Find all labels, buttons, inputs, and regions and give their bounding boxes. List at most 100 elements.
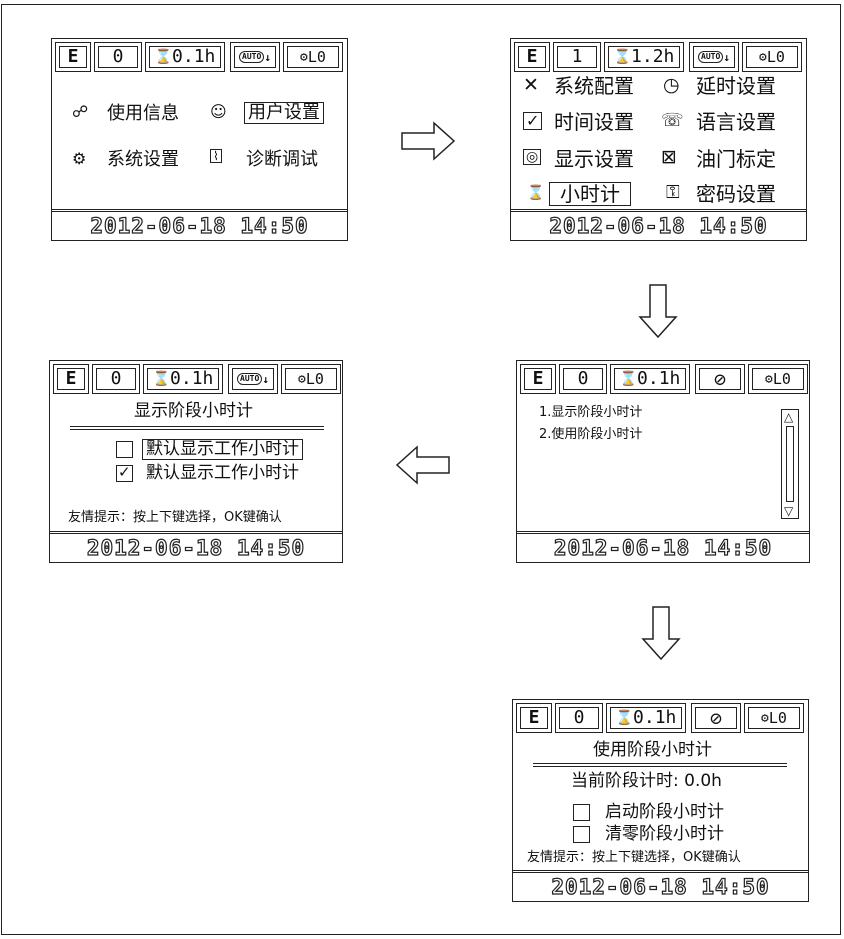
hourglass-icon: ⌛ (152, 371, 171, 387)
count-text: 0 (110, 368, 122, 389)
hint-text: 友情提示：按上下键选择，OK键确认 (68, 510, 282, 525)
auto-text: AUTO (239, 51, 265, 63)
checkbox-start-stage[interactable] (573, 804, 590, 821)
engine-off-icon: ⊘ (691, 703, 741, 733)
hourglass-icon: ⌛ (615, 710, 634, 726)
hourglass-icon: ⌛ (154, 49, 173, 65)
down-arrow-icon: ↓ (723, 50, 730, 64)
menu-item-password-settings[interactable]: 密码设置 (696, 182, 776, 206)
mode-indicator: E (520, 364, 556, 394)
display-icon: ◎ (523, 149, 542, 165)
menu-item-user-settings[interactable]: 用户设置 (244, 102, 324, 124)
datetime-text: 2012-06-18 14:50 (551, 874, 770, 899)
checkbox-option-1[interactable] (116, 441, 133, 458)
level-indicator: ⚙L0 (748, 364, 808, 394)
auto-text: AUTO (698, 51, 724, 63)
arrow-left-icon (395, 445, 450, 485)
mode-text: E (65, 368, 77, 389)
current-stage-time: 当前阶段计时: 0.0h (571, 771, 722, 791)
count-text: 1 (571, 46, 583, 67)
date-bar: 2012-06-18 14:50 (517, 531, 809, 562)
menu-item-diagnostics[interactable]: 诊断调试 (246, 149, 318, 170)
screen-usage-stage: E 0 ⌛0.1h ⊘ ⚙L0 使用阶段小时计 当前阶段计时: 0.0h 启动阶… (512, 699, 809, 902)
count-text: 0 (112, 46, 124, 67)
title-divider (533, 763, 787, 767)
scrollbar-track (786, 426, 794, 502)
auto-engine-icon: AUTO↓ (230, 42, 280, 72)
mode-indicator: E (516, 703, 552, 733)
hourglass-icon: ⌛ (613, 49, 632, 65)
mode-text: E (67, 46, 79, 67)
mode-indicator: E (514, 42, 550, 72)
menu-item-language-settings[interactable]: 语言设置 (696, 110, 776, 134)
menu-item-system-config[interactable]: 系统配置 (554, 74, 634, 98)
menu-item-system-settings[interactable]: 系统设置 (107, 149, 179, 170)
count-indicator: 0 (559, 364, 607, 394)
hours-text: 1.2h (631, 46, 675, 67)
menu-item-usage-info[interactable]: 使用信息 (107, 103, 179, 124)
datetime-text: 2012-06-18 14:50 (90, 213, 309, 238)
down-arrow-icon: ↓ (264, 50, 271, 64)
menu-item-throttle-calibration[interactable]: 油门标定 (696, 147, 776, 171)
clock-icon: ◷ (663, 74, 680, 96)
screen-hour-meter-list: E 0 ⌛0.1h ⊘ ⚙L0 1.显示阶段小时计 2.使用阶段小时计 △ ▽ … (516, 360, 810, 563)
hours-text: 0.1h (170, 368, 214, 389)
diagram-frame (1, 4, 841, 935)
scroll-up-icon[interactable]: △ (784, 410, 794, 424)
menu-item-time-settings[interactable]: 时间设置 (554, 110, 634, 134)
engine-off-icon: ⊘ (695, 364, 745, 394)
count-indicator: 0 (94, 42, 142, 72)
gear-icon: ⚙ (765, 371, 773, 387)
tools-icon: ✕ (523, 74, 539, 96)
count-text: 0 (573, 707, 585, 728)
diagnostic-icon: ⌇ (210, 149, 222, 163)
menu-item-display-settings[interactable]: 显示设置 (554, 147, 634, 171)
key-icon: ⚿ (666, 182, 680, 203)
count-text: 0 (577, 368, 589, 389)
gear-icon: ⚙ (72, 149, 87, 168)
hourglass-icon: ⌛ (527, 185, 545, 201)
menu-item-delay-settings[interactable]: 延时设置 (696, 74, 776, 98)
option-1-label[interactable]: 默认显示工作小时计 (142, 439, 303, 460)
date-bar: 2012-06-18 14:50 (52, 209, 347, 240)
datetime-text: 2012-06-18 14:50 (553, 535, 773, 560)
option-2-label[interactable]: 默认显示工作小时计 (146, 463, 299, 483)
auto-text: AUTO (237, 373, 263, 385)
hour-indicator: ⌛1.2h (604, 42, 684, 72)
hours-text: 0.1h (633, 707, 677, 728)
checkbox-option-2[interactable]: ✓ (116, 463, 133, 482)
gear-icon: ⚙ (298, 371, 306, 387)
hour-indicator: ⌛0.1h (145, 42, 225, 72)
throttle-icon: ⊠ (661, 146, 677, 168)
auto-engine-icon: AUTO↓ (228, 364, 278, 394)
gear-icon: ⚙ (761, 710, 769, 726)
arrow-right-icon (401, 121, 456, 161)
title-divider (70, 426, 324, 430)
reset-stage-label[interactable]: 清零阶段小时计 (605, 824, 724, 844)
scrollbar[interactable]: △ ▽ (781, 409, 799, 519)
level-text: L0 (772, 369, 791, 388)
screen-user-settings: E 1 ⌛1.2h AUTO↓ ⚙L0 ✕ 系统配置 ◷ 延时设置 ✓ 时间设置… (510, 38, 807, 241)
users-icon: ☺ (210, 102, 227, 121)
gear-icon: ⚙ (300, 49, 308, 65)
list-item-display-stage[interactable]: 1.显示阶段小时计 (539, 405, 643, 420)
scroll-down-icon[interactable]: ▽ (784, 504, 794, 518)
datetime-text: 2012-06-18 14:50 (86, 535, 306, 560)
mode-text: E (528, 707, 540, 728)
count-indicator: 0 (555, 703, 603, 733)
datetime-text: 2012-06-18 14:50 (549, 213, 768, 238)
level-text: L0 (305, 369, 324, 388)
menu-item-hour-meter[interactable]: 小时计 (549, 182, 631, 206)
list-item-usage-stage[interactable]: 2.使用阶段小时计 (539, 427, 643, 442)
level-indicator: ⚙L0 (281, 364, 341, 394)
level-text: L0 (766, 47, 785, 66)
auto-engine-icon: AUTO↓ (689, 42, 739, 72)
start-stage-label[interactable]: 启动阶段小时计 (605, 802, 724, 822)
speech-icon: ☏ (661, 110, 684, 131)
checkbox-reset-stage[interactable] (573, 826, 590, 843)
mode-text: E (526, 46, 538, 67)
date-bar: 2012-06-18 14:50 (50, 531, 342, 562)
gear-icon: ⚙ (759, 49, 767, 65)
check-icon: ✓ (118, 463, 131, 481)
arrow-down-icon (641, 606, 681, 661)
